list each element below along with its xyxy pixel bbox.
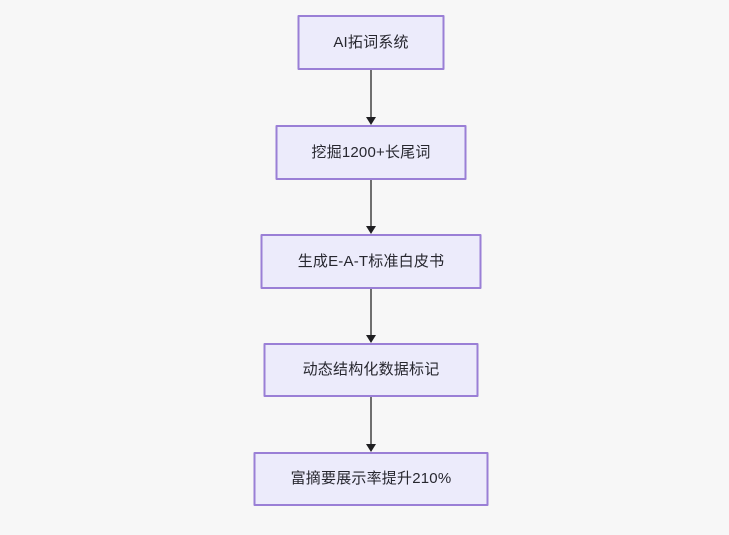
flow-node-label: 富摘要展示率提升210% — [290, 470, 452, 487]
edge-line — [370, 180, 372, 227]
flow-node-label: 挖掘1200+长尾词 — [311, 143, 431, 161]
flow-node-mine-longtail-keywords[interactable]: 挖掘1200+长尾词 — [275, 125, 467, 180]
flow-edge-3-4 — [365, 289, 377, 343]
arrowhead-icon — [366, 117, 376, 125]
flow-node-label: 生成E-A-T标准白皮书 — [297, 252, 445, 270]
flow-edge-2-3 — [365, 180, 377, 234]
flow-edge-4-5 — [365, 397, 377, 452]
arrowhead-icon — [366, 335, 376, 343]
edge-line — [370, 70, 372, 118]
edge-line — [370, 397, 372, 445]
edge-line — [370, 289, 372, 336]
flow-node-label: AI拓词系统 — [333, 33, 409, 51]
flow-node-ai-keyword-system[interactable]: AI拓词系统 — [297, 15, 445, 70]
arrowhead-icon — [366, 444, 376, 452]
flow-edge-1-2 — [365, 70, 377, 125]
arrowhead-icon — [366, 226, 376, 234]
flow-node-rich-snippet-impression-uplift[interactable]: 富摘要展示率提升210% — [253, 452, 489, 506]
flow-node-generate-eat-whitepaper[interactable]: 生成E-A-T标准白皮书 — [260, 234, 482, 289]
flow-node-dynamic-structured-data-markup[interactable]: 动态结构化数据标记 — [263, 343, 479, 397]
flow-node-label: 动态结构化数据标记 — [302, 361, 440, 378]
